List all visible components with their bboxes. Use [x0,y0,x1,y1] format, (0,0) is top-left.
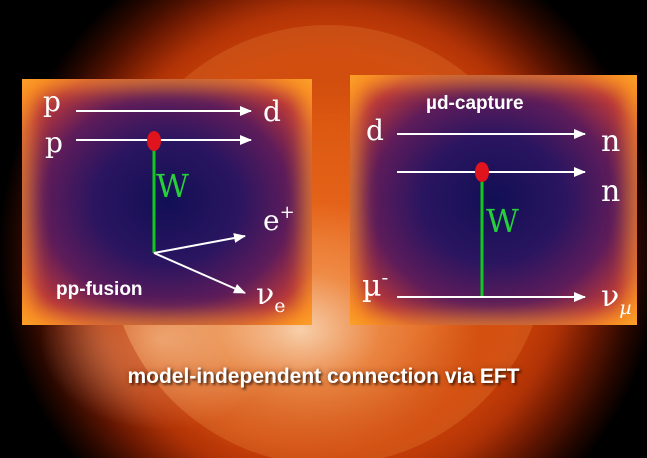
left-w-boson-label: W [156,167,189,205]
right-neutron-1-label: n [601,124,620,159]
mud-capture-panel [350,75,637,325]
right-weak-vertex [475,162,489,182]
right-w-boson-label: W [486,202,519,240]
right-neutron-2-label: n [601,174,620,209]
caption: model-independent connection via EFT [127,365,520,388]
pp-fusion-panel [22,79,312,325]
left-weak-vertex [147,131,161,151]
left-positron-label: e+ [263,202,295,237]
left-feynman-diagram: p d p W e+ νe pp-fusion [43,85,295,317]
left-positron-arrow [153,233,246,254]
mud-capture-label: µd-capture [426,93,524,114]
left-proton-top-label: p [43,85,61,118]
right-muon-label: µ- [362,265,388,304]
left-deuteron-label: d [263,95,281,128]
right-muon-neutrino-label: νµ [601,279,632,319]
pp-fusion-label: pp-fusion [56,279,143,300]
left-proton-bottom-label: p [45,126,63,159]
left-electron-neutrino-label: νe [256,277,286,317]
right-feynman-diagram: µd-capture d n n W µ- νµ [362,93,632,319]
left-neutrino-arrow [153,252,246,294]
right-deuteron-label: d [366,114,384,147]
